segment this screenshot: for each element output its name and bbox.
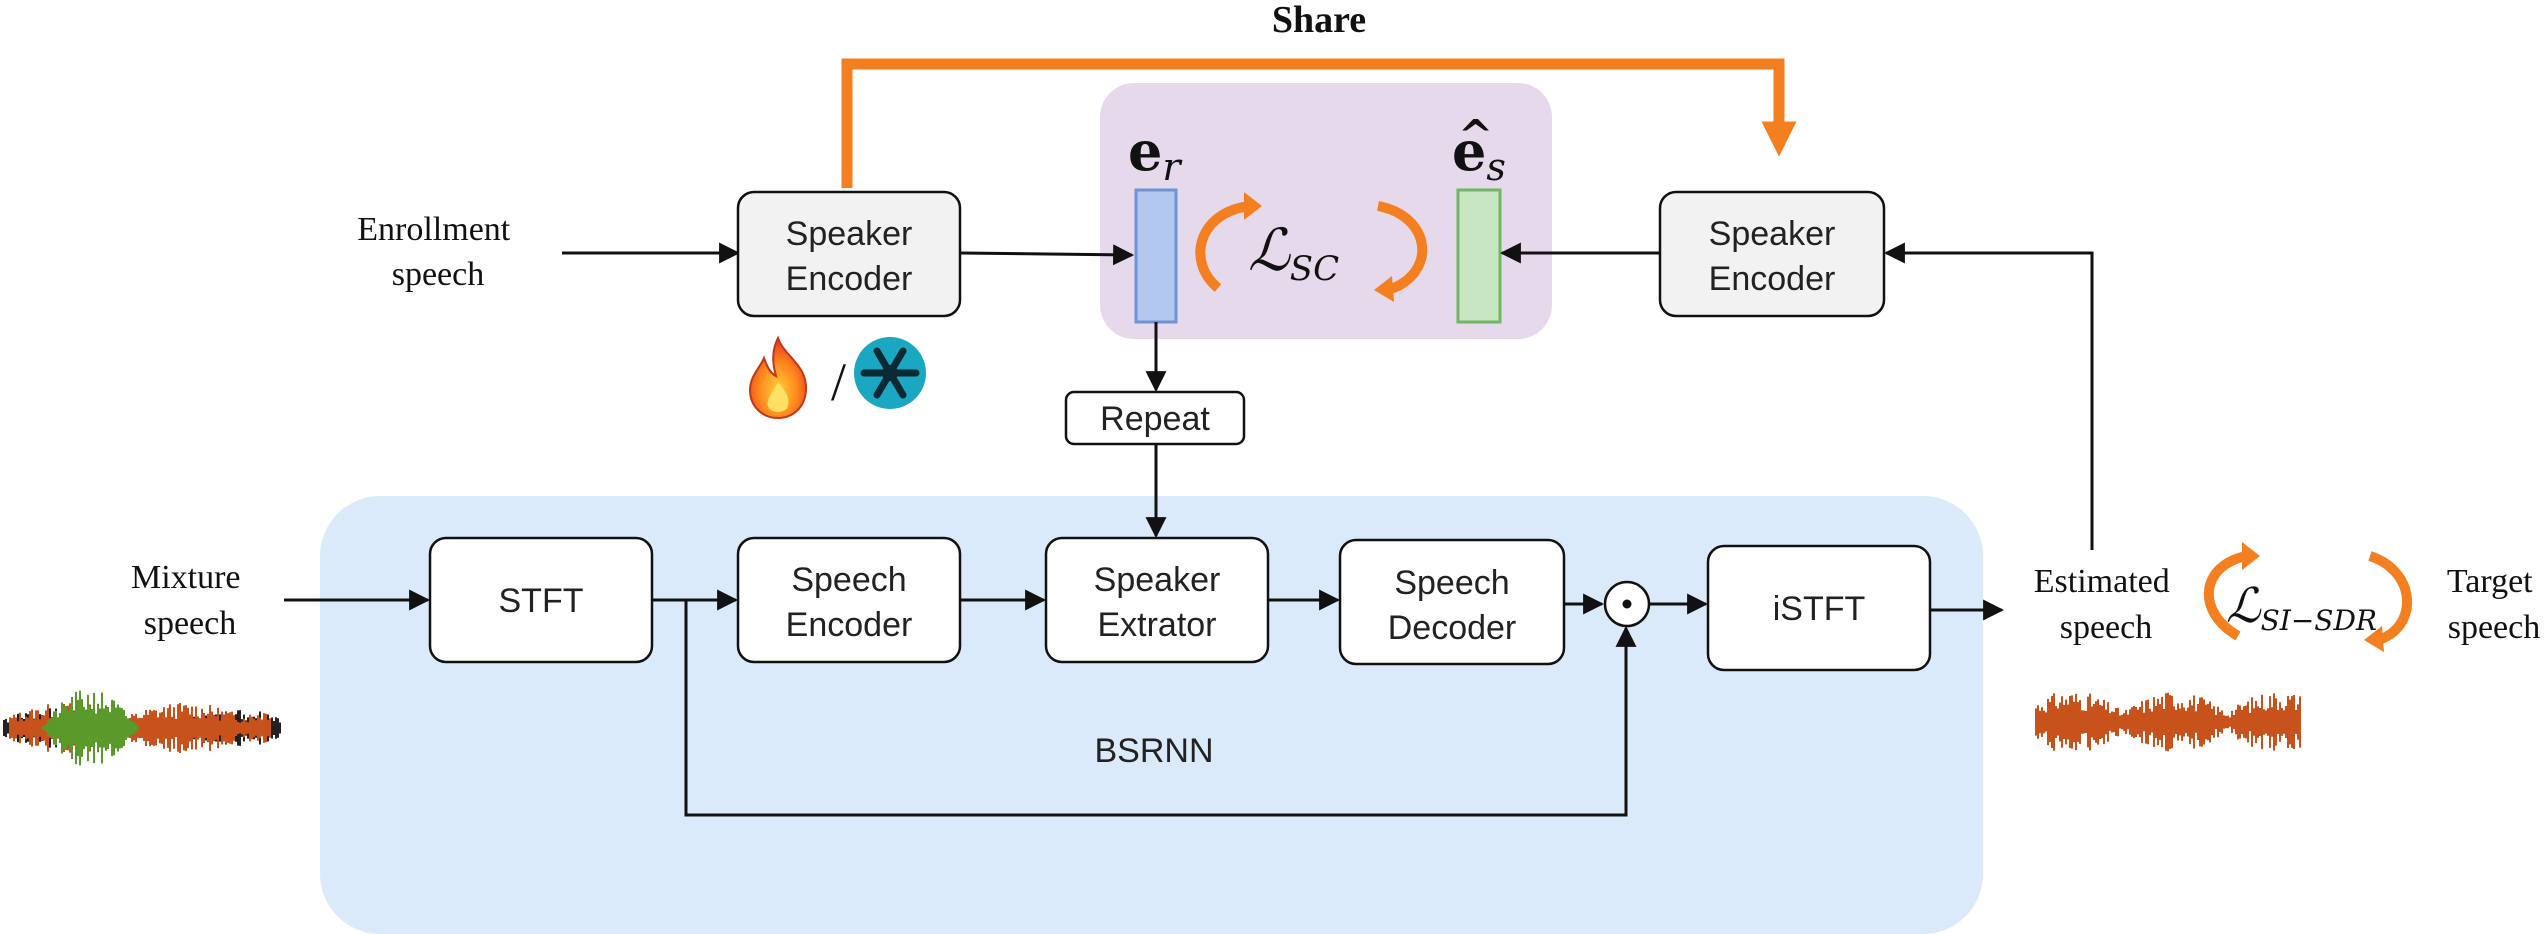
e-s-symbol: es: [1452, 119, 1506, 189]
bsrnn-label: BSRNN: [1094, 732, 1213, 770]
speech-decoder-line2: Decoder: [1388, 609, 1517, 647]
target-speech-label: Target speech: [2447, 563, 2541, 646]
e-s-embedding-bar: [1456, 188, 1502, 324]
snowflake-icon: [854, 337, 926, 409]
embedding-panel: [1100, 83, 1552, 339]
mixture-speech-label: Mixture speech: [131, 559, 249, 642]
enrollment-speech-label: Enrollment speech: [357, 211, 518, 293]
speaker-encoder-left: Speaker Encoder: [736, 190, 962, 318]
repeat-label: Repeat: [1100, 400, 1210, 438]
speaker-encoder-right-line1: Speaker: [1709, 215, 1836, 253]
e-s-hat-accent: ^: [1458, 111, 1493, 160]
stft-label: STFT: [499, 582, 584, 620]
e-r-symbol: er: [1128, 119, 1183, 189]
repeat-block: Repeat: [1064, 390, 1246, 446]
arrow-estimated-to-encoder: [1883, 242, 2094, 550]
share-title: Share: [1272, 0, 1366, 41]
share-arrow: [841, 58, 1797, 188]
e-r-embedding-bar: [1134, 188, 1178, 324]
istft-label: iSTFT: [1773, 590, 1866, 628]
multiply-operator: [1603, 580, 1651, 628]
waveform-mixture: [3, 690, 281, 766]
cycle-arrows: [1195, 192, 1428, 302]
speech-encoder-line1: Speech: [791, 561, 906, 599]
stft-block: STFT: [428, 536, 654, 664]
speech-decoder-block: Speech Decoder: [1338, 538, 1566, 666]
speaker-extractor-line1: Speaker: [1094, 561, 1221, 599]
loss-si-sdr: ℒSI−SDR: [2226, 578, 2377, 637]
istft-block: iSTFT: [1706, 544, 1932, 672]
speech-encoder-block: Speech Encoder: [736, 536, 962, 664]
speaker-encoder-left-line2: Encoder: [786, 260, 913, 298]
arrow-encoder-to-er: [959, 244, 1135, 266]
loss-sc: ℒSC: [1248, 216, 1339, 289]
speech-decoder-line1: Speech: [1394, 564, 1509, 602]
speaker-extractor-line2: Extrator: [1097, 606, 1216, 644]
estimated-speech-label: Estimated speech: [2034, 563, 2178, 646]
speech-encoder-line2: Encoder: [786, 606, 913, 644]
speaker-encoder-left-line1: Speaker: [786, 215, 913, 253]
fire-icon: [748, 335, 808, 420]
loss-cycle-arrows: [2204, 542, 2413, 652]
speaker-extractor-block: Speaker Extrator: [1044, 536, 1270, 664]
skip-connection: [684, 600, 1637, 817]
trainable-frozen-separator: /: [831, 352, 846, 412]
waveform-estimated: [2035, 692, 2301, 752]
speaker-encoder-right: Speaker Encoder: [1658, 190, 1886, 318]
speaker-encoder-right-line2: Encoder: [1709, 260, 1836, 298]
